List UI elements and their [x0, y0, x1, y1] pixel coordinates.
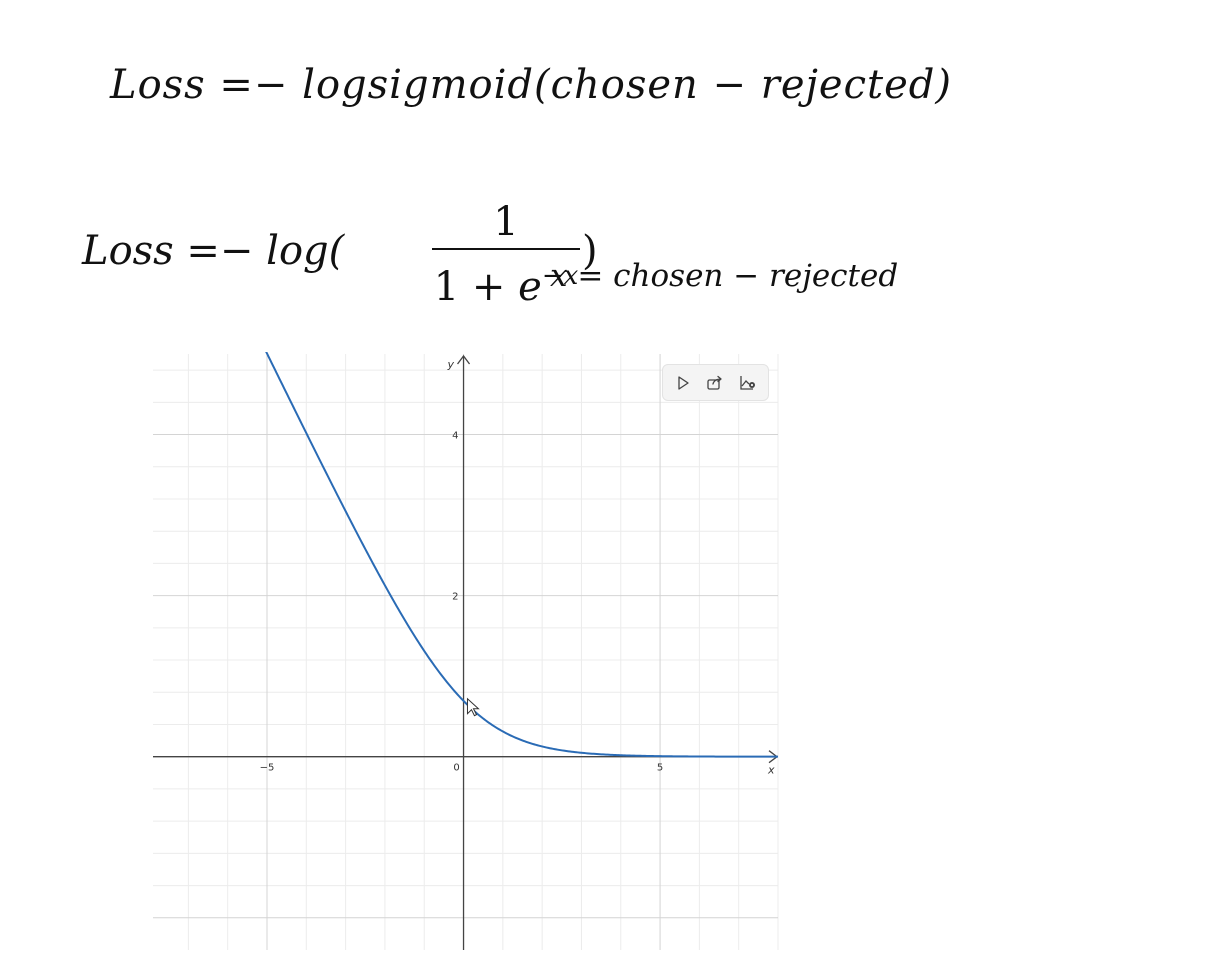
- x-tick-label: 5: [657, 763, 663, 774]
- pointer-icon[interactable]: [670, 370, 696, 396]
- series-points: [152, 352, 779, 758]
- denominator-exponent: −x: [541, 261, 579, 291]
- formula-logsigmoid: Loss =− logsigmoid(chosen − rejected): [110, 62, 952, 108]
- denominator-e: e: [518, 264, 542, 310]
- share-icon[interactable]: [702, 370, 728, 396]
- axes: [153, 354, 779, 950]
- mouse-cursor-icon: [466, 697, 480, 717]
- grid-major: [153, 354, 778, 950]
- graph-settings-icon[interactable]: [735, 370, 761, 396]
- x-tick-label: −5: [260, 763, 275, 774]
- loss-curve-chart[interactable]: −5 0 5 2 4 x y: [150, 272, 780, 952]
- fraction-denominator: 1 + e−x: [432, 254, 580, 309]
- series-line-loss: [153, 272, 779, 758]
- formula-lhs: Loss =− log(: [82, 228, 345, 274]
- fraction-bar: [432, 248, 580, 250]
- graph-panel[interactable]: −5 0 5 2 4 x y: [150, 272, 780, 952]
- fraction-numerator: 1: [493, 199, 519, 245]
- x-axis-label: x: [767, 764, 775, 777]
- formula-close-paren: ): [582, 228, 598, 274]
- x-tick-label: 0: [453, 763, 459, 774]
- formula-x-definition: x = chosen − rejected: [550, 258, 899, 294]
- y-axis-arrow: [457, 354, 471, 365]
- tick-labels: −5 0 5 2 4: [260, 431, 664, 774]
- graph-toolbar: [662, 364, 769, 401]
- y-axis-label: y: [447, 358, 455, 371]
- y-tick-label: 2: [452, 592, 458, 603]
- denominator-base: 1 +: [433, 264, 519, 310]
- fraction: 1 1 + e−x: [432, 200, 580, 309]
- grid-minor: [153, 354, 779, 950]
- y-tick-label: 4: [452, 431, 458, 442]
